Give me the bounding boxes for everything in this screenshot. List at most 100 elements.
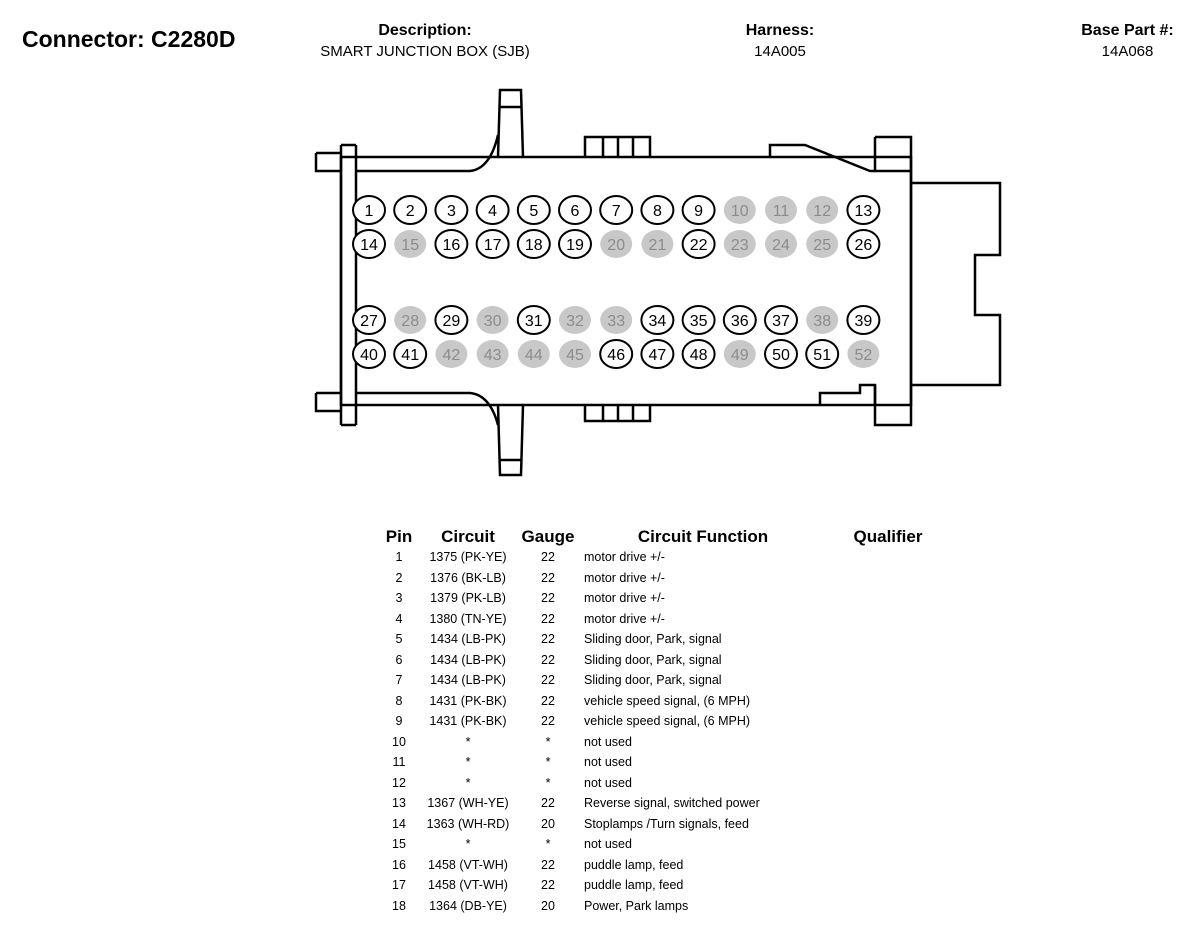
cell-pin: 8 — [395, 693, 403, 708]
pin-32-label: 32 — [566, 313, 584, 330]
cell-qualifier — [828, 752, 948, 773]
cell-circuit: 1431 (PK-BK) — [429, 693, 507, 708]
cell-circuit-function: not used — [584, 755, 632, 770]
pin-11-label: 11 — [773, 203, 790, 220]
cell-pin: 17 — [392, 878, 406, 893]
cell-circuit-function: Sliding door, Park, signal — [584, 632, 722, 647]
cell-pin: 16 — [392, 857, 406, 872]
cell-circuit-function: not used — [584, 734, 632, 749]
pin-12-label: 12 — [813, 203, 831, 220]
table-row: 8 1431 (PK-BK) 22 vehicle speed signal, (6 … — [380, 691, 948, 712]
cell-qualifier — [828, 793, 948, 814]
pin-8-circle — [640, 195, 675, 225]
cell-circuit-function: motor drive +/- — [584, 550, 665, 565]
cell-gauge: 22 — [541, 591, 555, 606]
pin-47-label: 47 — [649, 347, 667, 364]
pin-22-circle — [681, 229, 716, 259]
pin-6-label: 6 — [571, 203, 580, 220]
cell-gauge: 22 — [541, 693, 555, 708]
pin-31-cavity: 31 — [516, 305, 551, 335]
pin-23-cavity: 23 — [723, 230, 756, 258]
pin-9-label: 9 — [694, 203, 703, 220]
pin-40-circle — [352, 339, 386, 369]
pin-44-cavity: 44 — [517, 340, 550, 368]
pin-43-label: 43 — [484, 347, 502, 364]
pin-2-circle — [393, 195, 428, 225]
pin-41-cavity: 41 — [393, 339, 428, 369]
pin-45-cavity: 45 — [559, 340, 591, 368]
pin-33-label: 33 — [607, 313, 625, 330]
cell-circuit-function: motor drive +/- — [584, 611, 665, 626]
cell-qualifier — [828, 547, 948, 568]
pin-51-cavity: 51 — [805, 339, 840, 369]
pin-43-circle — [476, 340, 509, 368]
cell-qualifier — [828, 773, 948, 794]
cell-gauge: 22 — [541, 714, 555, 729]
cell-circuit-function: Reverse signal, switched power — [584, 796, 760, 811]
cell-circuit: 1380 (TN-YE) — [429, 611, 507, 626]
pin-23-circle — [723, 230, 756, 258]
header-circuit: Circuit — [441, 527, 495, 546]
pin-35-cavity: 35 — [681, 305, 716, 335]
connector-housing — [314, 88, 1002, 477]
pin-24-circle — [765, 230, 797, 258]
cell-circuit-function: vehicle speed signal, (6 MPH) — [584, 693, 751, 708]
harness-block: Harness: 14A005 — [690, 20, 870, 62]
pin-47-cavity: 47 — [640, 339, 675, 369]
cell-pin: 12 — [392, 775, 406, 790]
cell-gauge: 20 — [541, 816, 555, 831]
pin-13-label: 13 — [855, 203, 873, 220]
pin-9-circle — [681, 195, 716, 225]
pin-52-label: 52 — [855, 347, 873, 364]
cell-gauge: * — [545, 837, 551, 852]
cell-pin: 3 — [395, 591, 403, 606]
cell-pin: 11 — [392, 755, 406, 770]
pin-27-label: 27 — [360, 313, 378, 330]
cell-qualifier — [828, 711, 948, 732]
left-tab — [314, 151, 341, 173]
cell-qualifier — [828, 875, 948, 896]
pin-45-label: 45 — [566, 347, 584, 364]
cell-gauge: 22 — [541, 550, 555, 565]
cell-circuit: 1458 (VT-WH) — [428, 857, 508, 872]
description-value: SMART JUNCTION BOX (SJB) — [320, 43, 530, 60]
pin-15-cavity: 15 — [394, 230, 427, 258]
table-header-row: Pin Circuit Gauge Circuit Function Quali… — [380, 525, 948, 547]
pin-13-cavity: 13 — [846, 195, 881, 225]
pin-21-label: 21 — [649, 237, 667, 254]
cell-circuit-function: motor drive +/- — [584, 591, 665, 606]
cell-gauge: 20 — [541, 898, 555, 913]
pin-19-label: 19 — [566, 237, 584, 254]
pin-25-cavity: 25 — [806, 230, 839, 258]
cell-circuit-function: vehicle speed signal, (6 MPH) — [584, 714, 751, 729]
pin-26-cavity: 26 — [846, 229, 881, 259]
pin-18-label: 18 — [525, 237, 543, 254]
pin-18-circle — [516, 229, 551, 259]
pin-48-cavity: 48 — [681, 339, 716, 369]
header-qualifier: Qualifier — [853, 527, 923, 546]
pin-13-circle — [846, 195, 881, 225]
pin-11-circle — [765, 196, 797, 224]
left-rails — [339, 143, 358, 427]
pin-2-cavity: 2 — [393, 195, 428, 225]
top-latch — [356, 88, 525, 173]
cell-pin: 7 — [395, 673, 403, 688]
pin-49-circle — [723, 340, 756, 368]
pin-11-cavity: 11 — [765, 196, 797, 224]
harness-label: Harness: — [745, 22, 815, 39]
pin-48-label: 48 — [690, 347, 708, 364]
cell-circuit-function: not used — [584, 837, 632, 852]
pin-7-cavity: 7 — [599, 195, 634, 225]
pin-26-circle — [846, 229, 881, 259]
pin-37-label: 37 — [772, 313, 790, 330]
pin-38-cavity: 38 — [806, 306, 839, 334]
cell-pin: 9 — [395, 714, 403, 729]
cell-circuit-function: Stoplamps /Turn signals, feed — [584, 816, 749, 831]
